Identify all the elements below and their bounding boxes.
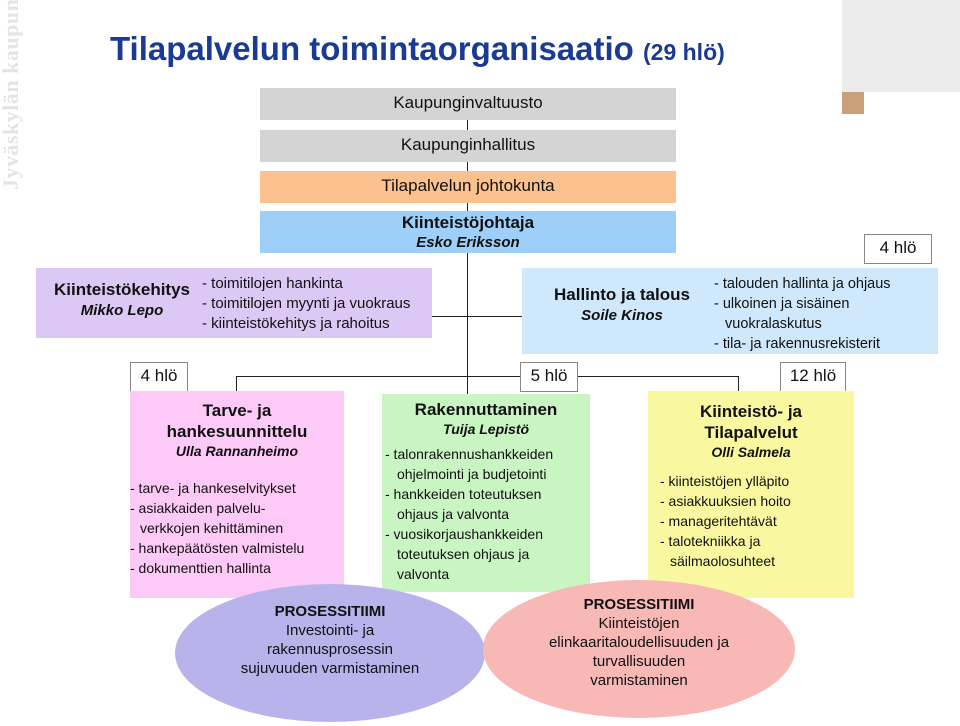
connector-drop-center	[467, 376, 468, 394]
hallinto-title: Hallinto ja talous	[553, 285, 691, 304]
rakennuttaminen-list: - talonrakennushankkeiden ohjelmointi ja…	[382, 444, 590, 584]
bar-kaupunginhallitus: Kaupunginhallitus	[260, 130, 676, 162]
list-item: - asiakkuuksien hoito	[660, 493, 791, 509]
list-item: - kiinteistöjen ylläpito	[660, 473, 790, 489]
bar-johtokunta: Tilapalvelun johtokunta	[260, 171, 676, 203]
title-suffix: (29 hlö)	[643, 39, 725, 65]
list-item: - dokumenttien hallinta	[130, 560, 271, 576]
list-item: ohjelmointi ja budjetointi	[397, 466, 547, 482]
count-badge-tilapalvelut: 12 hlö	[780, 362, 846, 392]
list-item: - toimitilojen hankinta	[202, 275, 343, 292]
kiinteistokehitys-title: Kiinteistökehitys	[53, 280, 191, 299]
list-item: - tarve- ja hankeselvitykset	[130, 480, 296, 496]
prosessi2-line4: varmistaminen	[590, 672, 688, 689]
prosessi1-title: PROSESSITIIMI	[274, 603, 386, 620]
decor-square-large	[842, 0, 960, 92]
box-hallinto: Hallinto ja talous Soile Kinos - taloude…	[522, 268, 938, 354]
page-title: Tilapalvelun toimintaorganisaatio (29 hl…	[110, 30, 870, 68]
ellipse-prosessitiimi-investointi: PROSESSITIIMI Investointi- ja rakennuspr…	[175, 584, 485, 722]
connector-drop-left	[236, 376, 237, 391]
hallinto-name: Soile Kinos	[581, 307, 663, 324]
list-item: ohjaus ja valvonta	[397, 506, 510, 522]
kiinteistokehitys-name: Mikko Lepo	[80, 302, 164, 319]
kiinteistokehitys-heading: Kiinteistökehitys Mikko Lepo	[44, 279, 200, 320]
tarve-title-line2: hankesuunnittelu	[166, 422, 308, 441]
list-item: toteutuksen ohjaus ja	[397, 546, 530, 562]
tarve-name: Ulla Rannanheimo	[175, 443, 299, 459]
tilapalvelut-title-line1: Kiinteistö- ja	[699, 402, 802, 421]
ellipse-prosessitiimi-kiinteistot: PROSESSITIIMI Kiinteistöjen elinkaarital…	[483, 580, 795, 718]
kiinteistojohtaja-title: Kiinteistöjohtaja	[401, 213, 535, 232]
kiinteistokehitys-list: - toimitilojen hankinta - toimitilojen m…	[202, 274, 410, 334]
count-badge-hallinto: 4 hlö	[864, 234, 932, 264]
box-kiinteistokehitys: Kiinteistökehitys Mikko Lepo - toimitilo…	[36, 268, 432, 338]
box-rakennuttaminen: Rakennuttaminen Tuija Lepistö - talonrak…	[382, 394, 590, 592]
count-badge-tarve: 4 hlö	[130, 362, 188, 392]
list-item: - kiinteistökehitys ja rahoitus	[202, 315, 390, 332]
box-tarve: Tarve- ja hankesuunnittelu Ulla Rannanhe…	[130, 391, 344, 598]
list-item: valvonta	[397, 566, 450, 582]
connector-left-horizontal	[432, 316, 467, 317]
tilapalvelut-list: - kiinteistöjen ylläpito - asiakkuuksien…	[648, 471, 854, 571]
tilapalvelut-title-line2: Tilapalvelut	[704, 423, 798, 442]
connector-drop-right	[738, 376, 739, 391]
list-item: - manageritehtävät	[660, 513, 777, 529]
prosessi2-line1: Kiinteistöjen	[598, 615, 680, 632]
rakennuttaminen-title: Rakennuttaminen	[414, 400, 558, 419]
bar-kaupunginvaltuusto: Kaupunginvaltuusto	[260, 88, 676, 120]
prosessi1-line2: rakennusprosessin	[267, 641, 393, 658]
prosessi1-line3: sujuvuuden varmistaminen	[240, 660, 420, 677]
prosessi2-line2: elinkaaritaloudellisuuden ja	[548, 634, 730, 651]
title-main: Tilapalvelun toimintaorganisaatio	[110, 30, 634, 67]
prosessi2-line3: turvallisuuden	[592, 653, 686, 670]
list-item: - hankepäätösten valmistelu	[130, 540, 305, 556]
prosessi1-line1: Investointi- ja	[285, 622, 375, 639]
list-item: säilmaolosuhteet	[670, 553, 776, 569]
list-item: - vuosikorjaushankkeiden	[385, 526, 543, 542]
bar-kiinteistojohtaja: Kiinteistöjohtaja Esko Eriksson	[260, 211, 676, 253]
tarve-title-line1: Tarve- ja	[202, 401, 272, 420]
tilapalvelut-name: Olli Salmela	[711, 444, 791, 460]
list-item: vuokralaskutus	[725, 316, 822, 332]
list-item: - hankkeiden toteutuksen	[385, 486, 542, 502]
rakennuttaminen-name: Tuija Lepistö	[442, 421, 530, 437]
hallinto-list: - talouden hallinta ja ohjaus - ulkoinen…	[714, 274, 891, 354]
decor-square-small	[842, 92, 864, 114]
count-badge-rakennuttaminen: 5 hlö	[520, 362, 578, 392]
connector-bottom-horizontal	[236, 376, 738, 377]
list-item: - talonrakennushankkeiden	[385, 446, 554, 462]
kiinteistojohtaja-name: Esko Eriksson	[416, 234, 520, 251]
list-item: - ulkoinen ja sisäinen	[714, 296, 850, 312]
list-item: verkkojen kehittäminen	[140, 520, 284, 536]
list-item: - toimitilojen myynti ja vuokraus	[202, 295, 411, 312]
connector-right-horizontal	[467, 316, 522, 317]
watermark: Jyväskylän kaupunki	[0, 0, 23, 190]
prosessi2-title: PROSESSITIIMI	[583, 596, 695, 613]
list-item: - talouden hallinta ja ohjaus	[714, 276, 891, 292]
list-item: - talotekniikka ja	[660, 533, 761, 549]
tarve-list: - tarve- ja hankeselvitykset - asiakkaid…	[130, 478, 344, 578]
list-item: - asiakkaiden palvelu-	[130, 500, 266, 516]
hallinto-heading: Hallinto ja talous Soile Kinos	[536, 284, 708, 325]
box-tilapalvelut: Kiinteistö- ja Tilapalvelut Olli Salmela…	[648, 391, 854, 598]
list-item: - tila- ja rakennusrekisterit	[714, 336, 880, 352]
